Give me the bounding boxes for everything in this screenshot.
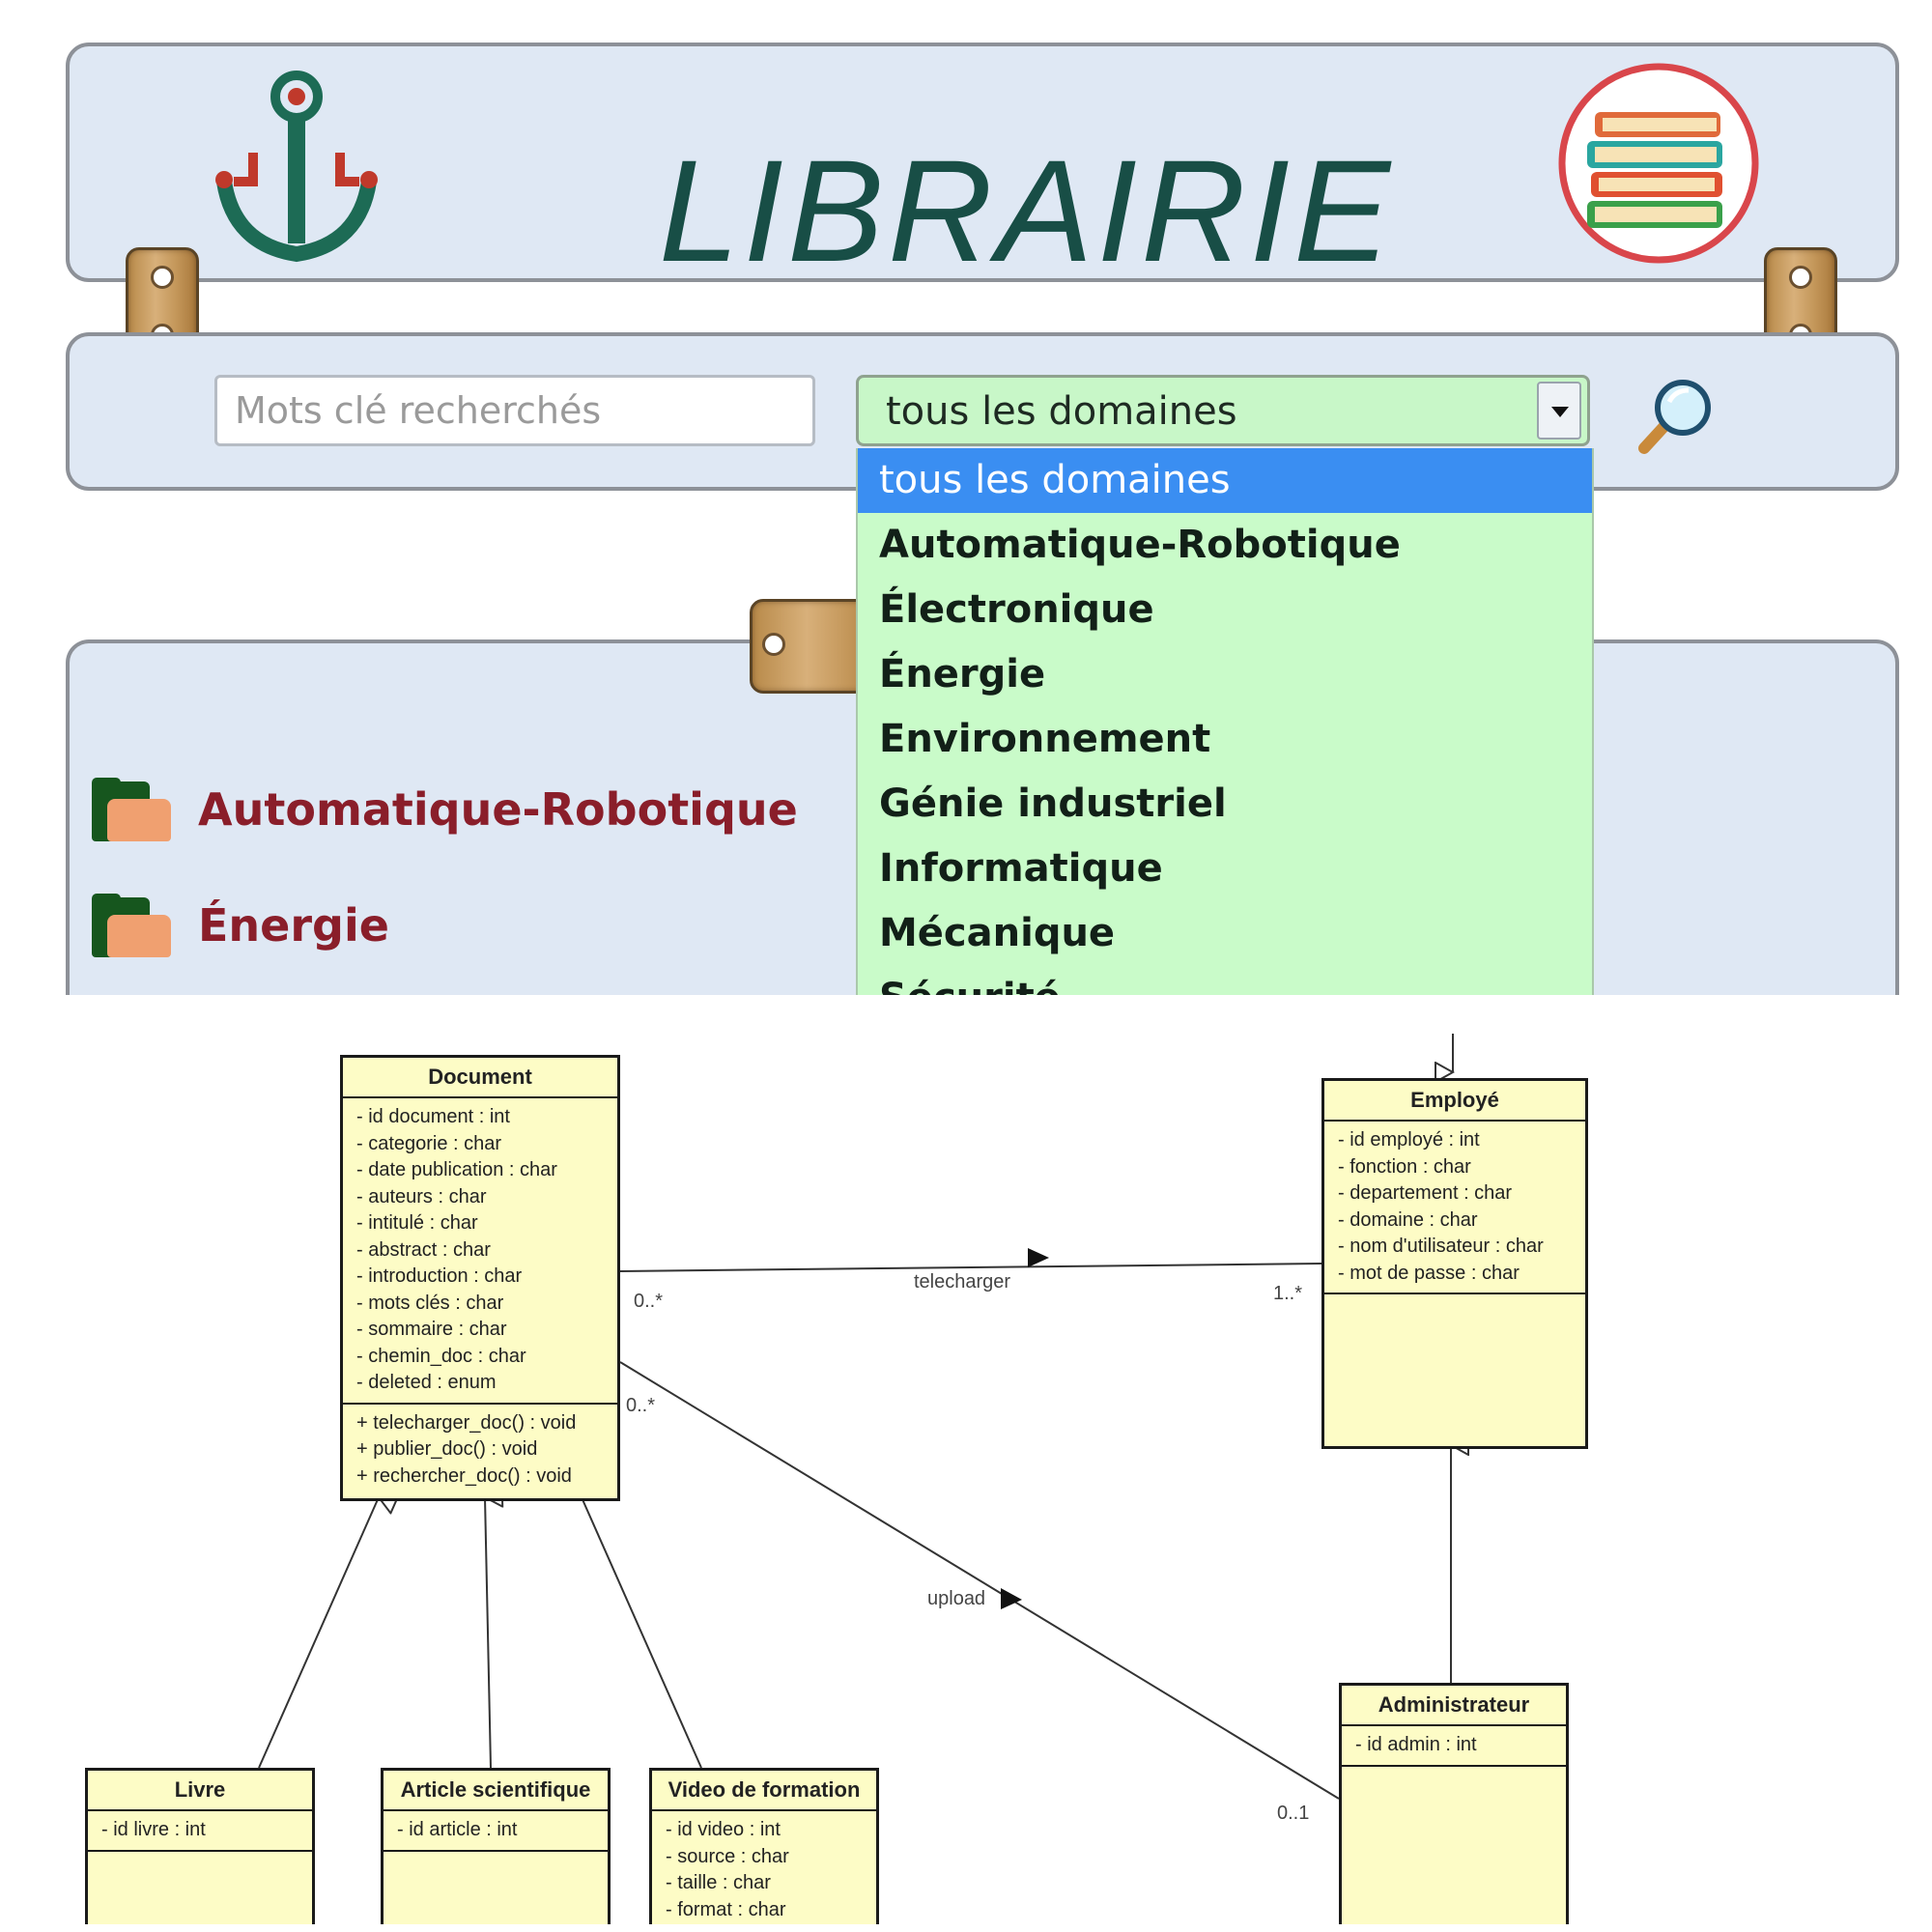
uml-attributes: - id admin : int [1342, 1726, 1566, 1767]
uml-attribute: - date publication : char [356, 1159, 557, 1180]
category-label: Énergie [198, 899, 389, 952]
magnifier-icon[interactable] [1631, 375, 1718, 456]
search-input[interactable] [214, 375, 815, 446]
folder-icon [92, 778, 173, 841]
uml-attribute: - id article : int [397, 1819, 518, 1840]
uml-attribute: - sommaire : char [356, 1319, 507, 1340]
dropdown-option[interactable]: Informatique [879, 846, 1163, 891]
assoc-upload-arrow [1001, 1588, 1022, 1609]
uml-attribute: - departement : char [1338, 1182, 1513, 1204]
uml-attribute: - chemin_doc : char [356, 1345, 526, 1367]
uml-attribute: - fonction : char [1338, 1155, 1471, 1178]
uml-attribute: - format : char [666, 1898, 786, 1920]
uml-attribute: - mot de passe : char [1338, 1262, 1520, 1284]
uml-attribute: - id livre : int [101, 1819, 206, 1840]
uml-attributes: - id article : int [384, 1811, 608, 1852]
assoc-telecharger-line [619, 1263, 1322, 1272]
uml-attribute: - nom d'utilisateur : char [1338, 1236, 1544, 1257]
uml-attribute: - intitulé : char [356, 1212, 478, 1234]
uml-attributes: - id video : int - source : char - taill… [652, 1811, 876, 1924]
assoc-upload-label: upload [927, 1588, 986, 1609]
uml-attribute: - introduction : char [356, 1265, 523, 1287]
uml-connectors [258, 1034, 1932, 1800]
generalization-video [582, 1497, 702, 1769]
dropdown-option[interactable]: Génie industriel [879, 781, 1227, 826]
generalization-livre [258, 1497, 379, 1769]
uml-class-name: Employé [1324, 1081, 1585, 1122]
dropdown-option[interactable]: Électronique [879, 587, 1154, 632]
domain-select-value: tous les domaines [886, 389, 1237, 434]
dropdown-option[interactable]: Sécurité [858, 966, 1592, 997]
folder-icon [92, 894, 173, 957]
assoc-telecharger-arrow [1028, 1248, 1049, 1267]
category-item[interactable]: Automatique-Robotique [92, 775, 798, 844]
uml-attributes: - id document : int - categorie : char -… [343, 1098, 617, 1405]
uml-attributes: - id livre : int [88, 1811, 312, 1852]
uml-attribute: - deleted : enum [356, 1372, 497, 1393]
dropdown-option[interactable]: tous les domaines [858, 448, 1592, 513]
dropdown-option[interactable]: Énergie [879, 652, 1046, 696]
page-title: LIBRAIRIE [659, 129, 1395, 292]
uml-operation: + rechercher_doc() : void [356, 1464, 572, 1487]
uml-class-document[interactable]: Document - id document : int - categorie… [340, 1055, 620, 1501]
assoc-telecharger-label: telecharger [914, 1271, 1011, 1293]
uml-class-livre[interactable]: Livre - id livre : int [85, 1768, 315, 1924]
uml-class-employe[interactable]: Employé - id employé : int - fonction : … [1321, 1078, 1588, 1449]
uml-class-article[interactable]: Article scientifique - id article : int [381, 1768, 611, 1924]
uml-class-name: Document [343, 1058, 617, 1098]
uml-attribute: - id employé : int [1338, 1129, 1480, 1151]
dropdown-option[interactable]: Automatique-Robotique [879, 523, 1401, 567]
uml-class-administrateur[interactable]: Administrateur - id admin : int [1339, 1683, 1569, 1924]
multiplicity-label: 0..* [626, 1395, 656, 1416]
uml-operations: + telecharger_doc() : void + publier_doc… [343, 1405, 617, 1496]
uml-attribute: - id video : int [666, 1819, 781, 1840]
multiplicity-label: 0..* [634, 1291, 664, 1312]
multiplicity-label: 1..* [1273, 1283, 1303, 1304]
multiplicity-label: 0..1 [1277, 1803, 1310, 1824]
uml-class-name: Administrateur [1342, 1686, 1566, 1726]
generalization-article [485, 1497, 491, 1769]
chevron-down-icon[interactable] [1537, 382, 1581, 440]
uml-attribute: - abstract : char [356, 1238, 491, 1261]
uml-attribute: - source : char [666, 1845, 789, 1867]
books-icon [1558, 63, 1759, 264]
uml-operation: + publier_doc() : void [356, 1438, 538, 1460]
uml-class-video[interactable]: Video de formation - id video : int - so… [649, 1768, 879, 1924]
uml-attribute: - categorie : char [356, 1132, 502, 1154]
anchor-logo-icon [215, 71, 378, 263]
uml-diagram: Document - id document : int - categorie… [0, 995, 1932, 1924]
uml-attribute: - domaine : char [1338, 1208, 1478, 1231]
uml-class-name: Livre [88, 1771, 312, 1811]
category-item[interactable]: Énergie [92, 891, 389, 960]
category-label: Automatique-Robotique [198, 783, 798, 836]
domain-dropdown-list: tous les domaines Automatique-Robotique … [856, 448, 1594, 997]
uml-attribute: - mots clés : char [356, 1292, 504, 1314]
uml-attribute: - auteurs : char [356, 1185, 487, 1208]
uml-class-name: Video de formation [652, 1771, 876, 1811]
uml-attribute: - taille : char [666, 1872, 771, 1893]
uml-attribute: - id admin : int [1355, 1734, 1477, 1755]
uml-attributes: - id employé : int - fonction : char - d… [1324, 1122, 1585, 1294]
dropdown-option[interactable]: Environnement [879, 717, 1211, 761]
uml-operation: + telecharger_doc() : void [356, 1411, 577, 1434]
domain-select[interactable]: tous les domaines [856, 375, 1590, 446]
dropdown-option[interactable]: Mécanique [879, 911, 1116, 955]
header-panel: LIBRAIRIE [66, 43, 1899, 292]
uml-class-name: Article scientifique [384, 1771, 608, 1811]
uml-attribute: - id document : int [356, 1106, 510, 1127]
assoc-upload-line [619, 1361, 1340, 1800]
